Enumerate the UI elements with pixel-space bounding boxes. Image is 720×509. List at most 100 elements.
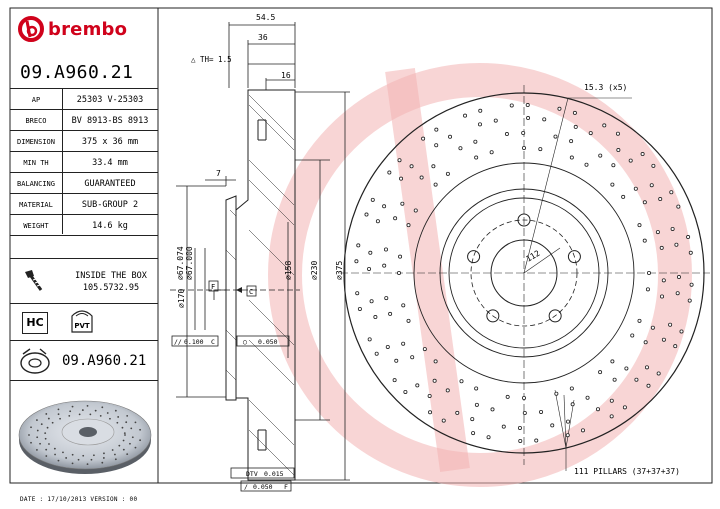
- drill-hole: [375, 219, 380, 224]
- disc-drill-dot: [30, 441, 32, 444]
- disc-drill-dot: [139, 439, 142, 442]
- drill-hole: [645, 287, 650, 292]
- disc-drill-dot: [126, 414, 129, 417]
- drill-hole: [445, 388, 450, 393]
- inside-box-label: INSIDE THE BOX: [75, 271, 147, 281]
- drill-hole: [427, 393, 432, 398]
- drill-hole: [554, 391, 559, 396]
- bolt-hole: [548, 309, 562, 323]
- disc-drill-dot: [57, 459, 60, 462]
- spec-key: BALANCING: [17, 179, 55, 188]
- drill-hole: [637, 318, 642, 323]
- drill-hole: [431, 164, 436, 169]
- disc-drill-dot: [114, 453, 116, 456]
- brembo-logo: brembo: [18, 16, 127, 42]
- drill-hole: [490, 407, 495, 412]
- disc-drill-dot: [103, 452, 105, 455]
- spec-key: BRECO: [25, 116, 47, 125]
- dim-overall-width: 54.5: [256, 13, 275, 22]
- disc-drill-dot: [109, 417, 111, 420]
- drill-hole: [687, 298, 692, 303]
- drill-hole: [526, 116, 531, 121]
- tol-circ-symbol: ◯: [243, 338, 247, 346]
- divider: [10, 340, 158, 341]
- drill-hole: [598, 370, 603, 375]
- runout-value: 0.050: [253, 483, 273, 491]
- drill-hole: [486, 435, 491, 440]
- disc-drill-dot: [62, 451, 64, 454]
- drill-hole: [602, 123, 607, 128]
- disc-drill-dot: [102, 457, 105, 459]
- disc-drill-dot: [99, 414, 102, 417]
- dim-d375: ⌀375: [335, 261, 344, 280]
- drill-hole: [387, 170, 392, 175]
- disc-drill-dot: [28, 434, 30, 436]
- disc-drill-dot: [114, 409, 117, 412]
- disc-drill-dot: [101, 406, 104, 409]
- drill-hole: [525, 103, 530, 108]
- drill-hole: [367, 266, 372, 271]
- drill-hole: [471, 431, 476, 436]
- disc-drill-dot: [45, 413, 48, 415]
- disc-drill-dot: [130, 427, 133, 430]
- spec-value: 14.6 kg: [92, 220, 128, 231]
- runout-symbol: /: [244, 483, 248, 491]
- part-number: 09.A960.21: [20, 62, 134, 83]
- drill-hole: [419, 175, 424, 180]
- drill-hole: [676, 275, 681, 280]
- drill-hole: [621, 194, 626, 199]
- drill-hole: [624, 366, 629, 371]
- drill-hole: [661, 337, 666, 342]
- dim-thickness: 36: [258, 33, 268, 42]
- drill-hole: [569, 139, 574, 144]
- drill-hole: [474, 155, 479, 160]
- spec-value: 33.4 mm: [92, 157, 128, 168]
- disc-drill-dot: [77, 458, 80, 461]
- disc-drill-dot: [57, 408, 60, 411]
- disc-drill-dot: [86, 405, 89, 407]
- drill-hole: [585, 395, 590, 400]
- drill-hole: [383, 247, 388, 252]
- dim-d170: ⌀170: [177, 289, 186, 308]
- drill-hole: [580, 428, 585, 433]
- drill-hole: [610, 359, 615, 364]
- drill-hole: [355, 291, 360, 296]
- brand-name: brembo: [48, 18, 128, 40]
- disc-drill-dot: [139, 428, 142, 431]
- divider: [10, 130, 158, 131]
- dtv-value: 0.015: [264, 470, 284, 478]
- drill-hole: [539, 409, 544, 414]
- disc-drill-dot: [46, 426, 49, 429]
- divider: [10, 88, 158, 89]
- spec-value: 25303 V-25303: [76, 94, 144, 105]
- drill-hole: [522, 410, 527, 415]
- disc-drill-dot: [44, 432, 47, 435]
- drill-hole: [397, 158, 402, 163]
- bolt-hole: [567, 250, 581, 264]
- tol-parallel-symbol: //: [174, 338, 182, 346]
- drill-hole: [630, 333, 635, 338]
- drill-hole: [356, 243, 361, 248]
- disc-drill-dot: [30, 426, 32, 429]
- disc-drill-dot: [124, 434, 126, 436]
- pillars-label: 111 PILLARS (37+37+37): [574, 467, 680, 476]
- disc-drill-dot: [53, 447, 56, 450]
- disc-drill-dot: [101, 461, 104, 464]
- disc-drill-dot: [47, 417, 50, 420]
- drill-hole: [401, 341, 406, 346]
- spec-key: MATERIAL: [19, 200, 53, 209]
- drill-hole: [445, 171, 450, 176]
- dtv-label: DTV: [246, 470, 258, 478]
- drill-hole: [459, 379, 464, 384]
- drill-hole: [473, 139, 478, 144]
- drill-hole: [688, 250, 693, 255]
- drill-hole: [640, 152, 645, 157]
- drill-hole: [401, 303, 406, 308]
- spec-key: WEIGHT: [23, 221, 49, 230]
- part-number-bottom: 09.A960.21: [62, 353, 147, 369]
- spec-value: GUARANTEED: [84, 178, 136, 189]
- drill-hole: [634, 377, 639, 382]
- drill-hole: [509, 103, 514, 108]
